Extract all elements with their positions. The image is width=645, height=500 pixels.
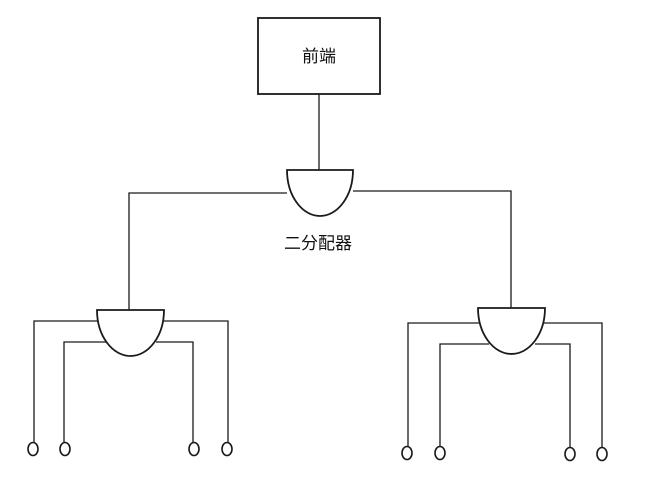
left-output-line-3 [156,341,194,443]
left-sub-splitter-symbol [96,309,165,357]
outlet-port [221,441,233,457]
right-sub-splitter-group [401,307,608,462]
left-branch-line [128,192,287,310]
outlet-port [564,446,576,462]
right-output-line-1 [407,322,479,447]
left-output-line-1 [33,320,98,443]
right-output-line-3 [535,343,571,447]
right-branch-line [353,190,512,308]
head-end-label: 前端 [302,47,336,67]
splitter-label: 二分配器 [284,234,352,254]
right-sub-splitter-symbol [477,307,546,355]
head-end-node: 前端 [257,17,381,95]
outlet-port [596,446,608,462]
main-splitter-symbol [286,169,354,217]
outlet-port [59,441,71,457]
right-output-line-2 [439,343,489,447]
left-output-line-4 [163,320,229,443]
left-sub-splitter-group [27,309,233,457]
main-splitter [286,169,354,217]
outlet-port [434,445,446,461]
right-output-line-4 [544,322,603,447]
outlet-port [188,441,200,457]
head-end-box [257,17,381,95]
outlet-port [27,441,39,457]
outlet-port [401,445,413,461]
left-output-line-2 [63,341,106,443]
